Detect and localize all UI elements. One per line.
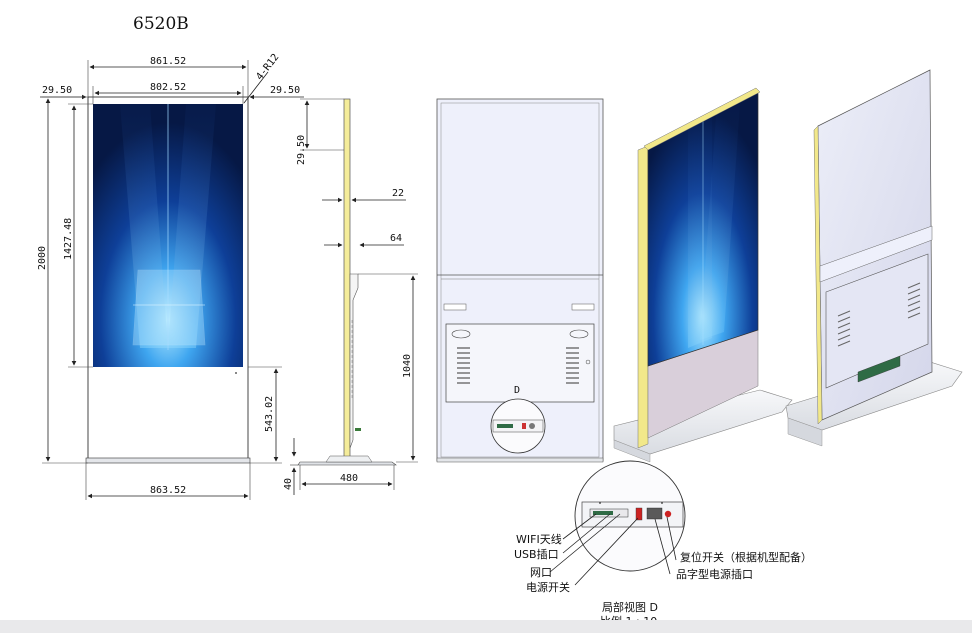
dim-side-top-margin: 29.50 bbox=[296, 135, 307, 165]
dim-margin-left: 29.50 bbox=[42, 85, 72, 96]
dim-height-total: 2000 bbox=[37, 246, 48, 270]
dim-corner-radius: 4-R12 bbox=[254, 52, 281, 82]
dim-width-top: 861.52 bbox=[150, 56, 186, 67]
power-switch-icon bbox=[635, 507, 643, 521]
drawing-title: 6520B bbox=[133, 14, 189, 34]
label-wifi: WIFI天线 bbox=[516, 532, 562, 546]
window-bottom-bar bbox=[0, 620, 972, 633]
dim-side-base-depth: 480 bbox=[340, 473, 358, 484]
label-lan: 网口 bbox=[530, 566, 552, 579]
dim-margin-right: 29.50 bbox=[270, 85, 300, 96]
dim-side-thickness: 22 bbox=[392, 188, 404, 199]
side-view: 29.50 22 64 1040 40 480 bbox=[283, 98, 418, 495]
screen-beam-right bbox=[168, 104, 216, 348]
detail-caption-title: 局部视图 D bbox=[602, 600, 658, 614]
front-view: 861.52 802.52 4-R12 29.50 29.50 2000 142… bbox=[37, 52, 304, 500]
power-socket-icon bbox=[646, 507, 663, 520]
label-power-switch: 电源开关 bbox=[526, 580, 570, 594]
detail-view: WIFI天线 USB插口 网口 电源开关 复位开关（根据机型配备） 品字型电源插… bbox=[514, 460, 812, 628]
dim-side-base-height: 40 bbox=[283, 478, 294, 490]
detail-marker: D bbox=[514, 385, 520, 396]
label-usb: USB插口 bbox=[514, 547, 559, 561]
dim-screen-height: 1427.48 bbox=[63, 218, 74, 260]
dim-width-inner: 802.52 bbox=[150, 82, 186, 93]
side-base bbox=[297, 461, 397, 466]
render-front bbox=[613, 87, 793, 463]
reset-button-icon bbox=[664, 510, 672, 518]
render-rear bbox=[785, 69, 963, 447]
label-reset: 复位开关（根据机型配备） bbox=[680, 550, 812, 564]
dim-side-thickness-back: 64 bbox=[390, 233, 402, 244]
render-rear-control-box bbox=[825, 253, 929, 389]
dim-lower-height: 543.02 bbox=[264, 396, 275, 432]
label-power-socket: 品字型电源插口 bbox=[676, 567, 753, 581]
dim-side-height-panel: 1040 bbox=[402, 354, 413, 378]
front-base bbox=[85, 457, 251, 464]
side-panel-edge bbox=[343, 98, 351, 460]
rear-view: D bbox=[436, 98, 604, 463]
dim-width-bottom: 863.52 bbox=[150, 485, 186, 496]
screen-beam-left bbox=[120, 104, 168, 348]
